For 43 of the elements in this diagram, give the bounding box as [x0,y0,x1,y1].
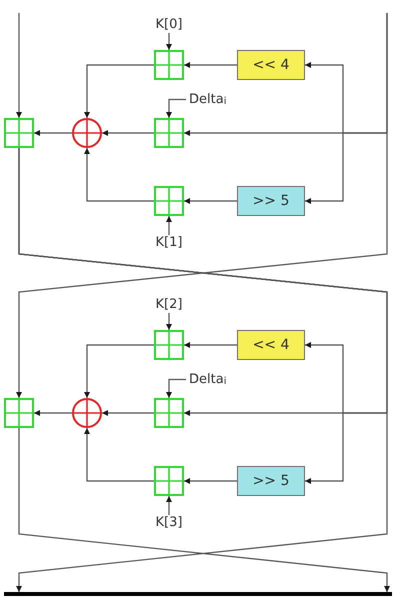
output-bar [4,592,392,596]
arrow [84,148,154,202]
arrow [16,13,22,118]
arrow [166,496,172,515]
arrow [166,313,172,330]
arrow [166,33,172,50]
arrow [84,428,154,482]
arrow [184,62,237,68]
delta-label: Delta$_{i}$ [186,91,236,108]
key-label: K[1] [144,235,194,251]
delta-label: Delta$_{i}$ [186,371,236,388]
arrow [16,148,388,592]
arrow [34,130,72,136]
adder-symbol [154,330,184,360]
arrow [102,410,154,416]
key-label: K[3] [144,515,194,531]
adder-symbol [154,186,184,216]
arrow [16,13,388,398]
arrow [166,216,172,235]
arrow [184,198,237,204]
arrow [184,342,237,348]
key-label: K[2] [144,297,194,313]
adder-symbol [154,118,184,148]
shift-box: >> 5 [237,186,305,216]
shift-box: >> 5 [237,466,305,496]
xor-symbol [72,398,102,428]
adder-symbol [4,398,34,428]
adder-symbol [154,50,184,80]
arrow [34,410,72,416]
adder-symbol [4,118,34,148]
arrow [18,428,390,592]
arrow [166,378,186,398]
arrow [84,64,154,118]
arrow [184,478,237,484]
adder-symbol [154,466,184,496]
xor-symbol [72,118,102,148]
arrow [102,130,154,136]
key-label: K[0] [144,17,194,33]
arrow [84,344,154,398]
arrow [166,98,186,118]
shift-box: << 4 [237,50,305,80]
shift-box: << 4 [237,330,305,360]
adder-symbol [154,398,184,428]
